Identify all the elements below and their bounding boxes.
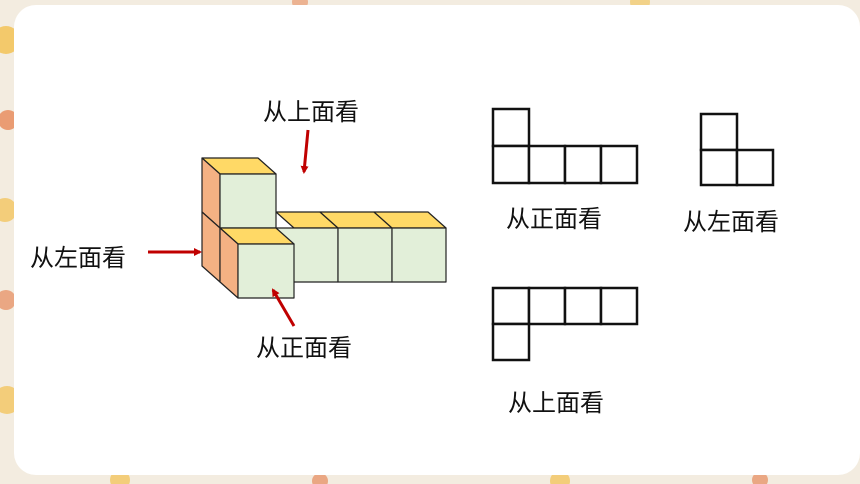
- label-from-front: 从正面看: [256, 334, 352, 362]
- cube-front: [237, 243, 295, 299]
- caption-left-view: 从左面看: [683, 208, 779, 236]
- left-view-grid: [699, 112, 775, 187]
- label-from-left: 从左面看: [30, 244, 126, 272]
- cube-front: [391, 227, 447, 283]
- front-view-grid: [491, 107, 639, 185]
- cube-front: [219, 173, 277, 229]
- arrow-from-top: [300, 129, 310, 174]
- arrow-from-front: [271, 288, 296, 327]
- label-from-top: 从上面看: [263, 98, 359, 126]
- caption-top-view: 从上面看: [508, 389, 604, 417]
- caption-front-view: 从正面看: [506, 205, 602, 233]
- top-view-grid: [491, 286, 639, 362]
